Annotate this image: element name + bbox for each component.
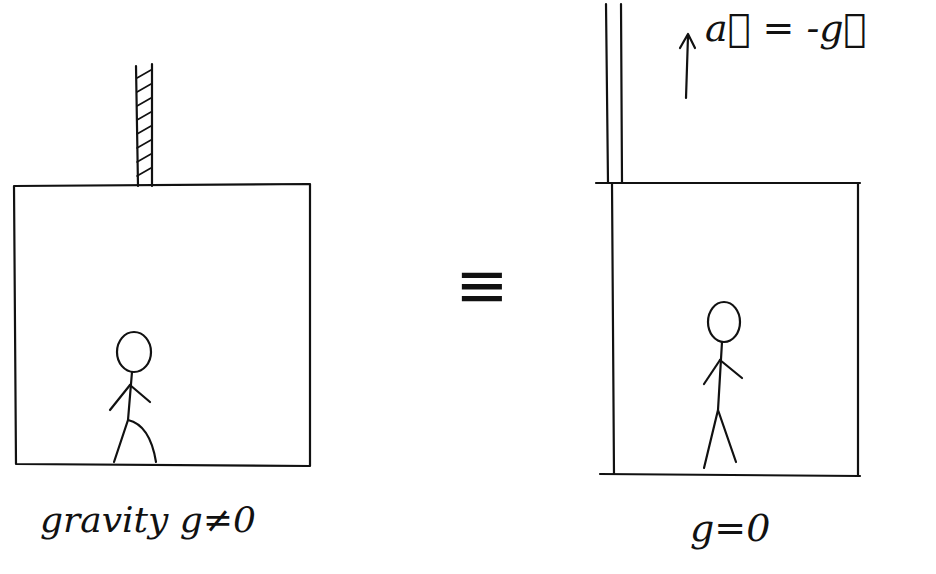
elevator-cable (606, 4, 622, 183)
stick-figure (110, 332, 156, 462)
stick-figure (704, 302, 742, 468)
elevator-car (14, 184, 310, 466)
acceleration-label: a⃗ = -g⃗ (705, 8, 866, 50)
caption-text: g=0 (690, 508, 770, 550)
acceleration-arrow (680, 34, 695, 98)
equivalence-symbol: ≡ (455, 250, 509, 320)
elevator-cable (136, 64, 152, 186)
elevator-car (596, 183, 860, 476)
cable-hatching (137, 70, 151, 176)
caption-text: gravity g≠0 (40, 500, 256, 540)
